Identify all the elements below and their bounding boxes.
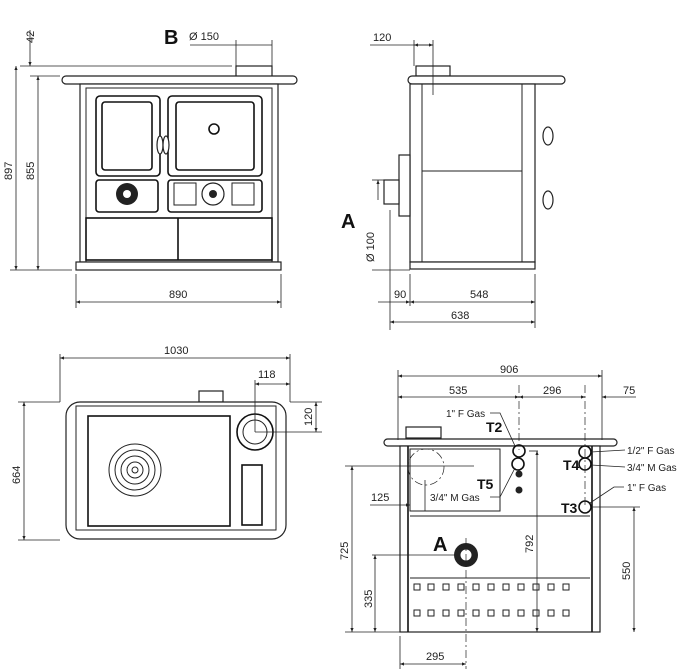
air-inlet-diameter: Ø 100 [365,232,377,262]
dim-120: 120 [373,32,391,44]
dim-535: 535 [449,385,467,397]
dim-295: 295 [426,651,444,663]
top-view: 1030 118 120 664 [11,345,322,541]
view-label-b: B [164,27,178,49]
dim-125: 125 [371,492,389,504]
dim-855: 855 [25,162,37,180]
top-rail [383,438,618,447]
plinth [75,261,282,271]
hotplate [87,415,231,527]
dim-118: 118 [258,369,276,381]
dim-296: 296 [543,385,561,397]
door-handle [542,126,554,146]
rear-air-inlet [398,154,411,217]
drawer [85,217,273,261]
t3-spec: 1" F Gas [627,483,666,494]
dim-664: 664 [11,466,23,484]
rear-view: 906 535 296 75 125 725 335 792 550 295 A… [339,364,677,669]
dim-897: 897 [3,162,15,180]
oven-door [167,95,263,177]
t4-tag: T4 [563,457,580,473]
flue-collar [235,65,273,78]
dim-120: 120 [303,408,315,426]
view-label-a: A [433,534,447,556]
t4-spec-1: 1/2" F Gas [627,446,674,457]
t3-tag: T3 [561,500,578,516]
t5-tag: T5 [477,476,494,492]
side-panel [409,83,536,263]
dim-792: 792 [524,535,536,553]
top-rail [407,75,566,85]
t5-spec: 3/4" M Gas [430,493,480,504]
dim-75: 75 [623,385,635,397]
t2-tag: T2 [486,419,503,435]
hotplate-rings [108,443,162,497]
thermometer [208,123,220,135]
dim-638: 638 [451,310,469,322]
oven-top-opening [241,464,263,526]
view-label-a: A [341,211,355,233]
dim-725: 725 [339,542,351,560]
top-rail [61,75,298,85]
vent-slots [413,583,570,617]
dim-550: 550 [621,562,633,580]
ash-door [95,179,159,213]
dim-1030: 1030 [164,345,188,357]
cooktop-outline [65,401,287,540]
t2-spec: 1" F Gas [446,409,485,420]
side-view: 120 A Ø 100 90 548 638 [341,32,566,330]
dim-90: 90 [394,289,406,301]
flue-diameter-label: Ø 150 [189,31,219,43]
dim-890: 890 [169,289,187,301]
dim-906: 906 [500,364,518,376]
stove-body [79,83,279,263]
dim-548: 548 [470,289,488,301]
t4-spec-2: 3/4" M Gas [627,463,677,474]
dim-42: 42 [25,31,37,43]
dim-335: 335 [363,590,375,608]
door-handle [542,190,554,210]
connection-t5 [511,457,525,471]
front-view: B Ø 150 42 897 855 890 [3,27,298,308]
